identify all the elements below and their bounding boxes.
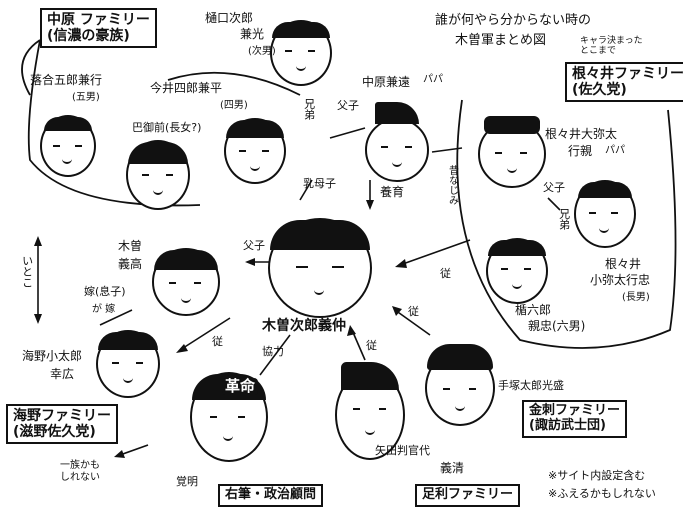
- title-line2: 木曽軍まとめ図: [455, 33, 547, 48]
- group-ashikaga-line1: 足利ファミリー: [422, 487, 514, 502]
- footnote-1: ※サイト内設定含む: [548, 469, 646, 482]
- label-nenoi-koyata-1: 根々井: [605, 257, 642, 271]
- group-ashikaga: 足利ファミリー: [415, 484, 521, 507]
- group-nenoi: 根々井ファミリー (佐久党): [565, 62, 683, 103]
- label-kakumei: 覚明: [176, 475, 198, 488]
- label-yoshitaka-1: 木曽: [118, 239, 143, 253]
- face-tomoe: [126, 140, 190, 210]
- group-nenoi-line2: (佐久党): [572, 82, 627, 99]
- label-kaneto-2: パパ: [423, 74, 443, 85]
- face-unno: [96, 330, 160, 398]
- face-tate: [486, 238, 548, 304]
- label-yoshinaka: 木曽次郎義仲: [262, 318, 346, 334]
- group-nakahara: 中原 ファミリー (信濃の豪族): [40, 8, 157, 49]
- rel-youiku: 養育: [380, 185, 405, 199]
- label-yada-2: 義清: [440, 461, 465, 475]
- rel-mukashinajimi: 昔なじみ: [446, 165, 458, 205]
- group-kanasashi: 金刺ファミリー (諏訪武士団): [522, 400, 628, 438]
- face-yada: [335, 362, 405, 460]
- label-nenoi-oyata-1: 根々井大弥太: [545, 127, 618, 141]
- label-nenoi-oyata-2: 行親: [568, 144, 593, 158]
- label-higuchi-3: (次男): [248, 46, 276, 57]
- face-nenoi-oyata: [478, 116, 546, 188]
- rel-juu3: 従: [366, 339, 377, 352]
- label-nenoi-koyata-2: 小弥太行忠: [590, 273, 651, 287]
- group-nakahara-line2: (信濃の豪族): [47, 28, 130, 45]
- rel-juu4: 従: [212, 335, 223, 348]
- face-yoshitaka: [152, 248, 220, 316]
- group-unno-line2: (滋野佐久党): [13, 424, 96, 441]
- group-kanasashi-line2: (諏訪武士団): [529, 417, 606, 433]
- rel-kyoudai: 兄弟: [302, 98, 316, 120]
- face-ochiai: [40, 115, 96, 177]
- group-unno-line1: 海野ファミリー: [13, 408, 111, 424]
- rel-itoko: いとこ: [20, 255, 34, 288]
- label-nenoi-oyata-3: パパ: [605, 145, 625, 156]
- rel-fushi2: 父子: [543, 181, 565, 194]
- label-unno-1: 海野小太郎: [22, 349, 83, 363]
- face-higuchi: [270, 20, 332, 86]
- rel-fushi1: 父子: [337, 99, 359, 112]
- title-line1: 誰が何やら分からない時の: [435, 13, 592, 28]
- rel-juu1: 従: [440, 267, 451, 280]
- group-kakumei-line1: 右筆・政治顧問: [225, 487, 317, 502]
- rel-yome: 嫁(息子): [84, 285, 126, 298]
- face-imai: [224, 118, 286, 184]
- kakumei-band: 革命: [222, 377, 259, 396]
- label-yoshitaka-2: 義高: [118, 257, 143, 271]
- rel-ichizoku: 一族かも しれない: [60, 460, 100, 483]
- rel-ga-kyuu: が 嫁: [92, 304, 116, 315]
- face-kaneto: [365, 102, 429, 182]
- footnote-2: ※ふえるかもしれない: [548, 487, 656, 500]
- label-tomoe: 巴御前(長女?): [132, 121, 202, 134]
- label-yada-1: 矢田判官代: [375, 444, 430, 457]
- rel-nyuboshi: 乳母子: [303, 177, 336, 190]
- label-nenoi-koyata-3: (長男): [622, 292, 650, 303]
- label-tate-2: 親忠(六男): [528, 319, 586, 333]
- group-nenoi-line1: 根々井ファミリー: [572, 66, 683, 82]
- label-kaneto-1: 中原兼遠: [362, 75, 411, 89]
- label-tate-1: 楯六郎: [515, 303, 552, 317]
- rel-kyoudai2: 兄弟: [557, 208, 571, 230]
- group-unno: 海野ファミリー (滋野佐久党): [6, 404, 118, 445]
- label-tezuka: 手塚太郎光盛: [498, 379, 564, 392]
- label-higuchi-2: 兼光: [240, 27, 265, 41]
- face-tezuka: [425, 344, 495, 426]
- group-kanasashi-line1: 金刺ファミリー: [529, 403, 621, 418]
- title-note: キャラ決まった とこまで: [580, 36, 643, 57]
- face-nenoi-koyata: [574, 180, 636, 248]
- rel-juu2: 従: [408, 305, 419, 318]
- label-ochiai-1: 落合五郎兼行: [30, 73, 103, 87]
- face-yoshinaka: [268, 218, 372, 318]
- rel-fushi3: 父子: [243, 239, 265, 252]
- label-higuchi-1: 樋口次郎: [205, 11, 254, 25]
- group-kakumei: 右筆・政治顧問: [218, 484, 324, 507]
- label-imai-2: (四男): [220, 100, 248, 111]
- group-nakahara-line1: 中原 ファミリー: [47, 12, 150, 28]
- label-unno-2: 幸広: [50, 367, 75, 381]
- label-ochiai-2: (五男): [72, 92, 100, 103]
- label-imai-1: 今井四郎兼平: [150, 81, 223, 95]
- rel-kyouryoku: 協力: [262, 345, 284, 358]
